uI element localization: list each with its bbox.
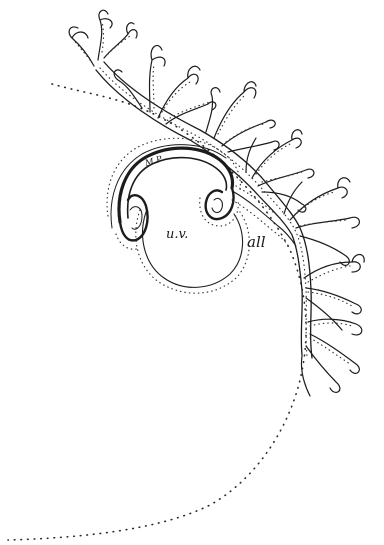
villus-branch-5	[284, 178, 359, 266]
embryo-arc	[107, 138, 240, 228]
label-uv: u.v.	[166, 227, 188, 242]
umbilical-vesicle	[136, 210, 250, 293]
embryo-right-curl	[200, 188, 239, 226]
villus-branch-3	[206, 82, 279, 152]
villus-branch-2	[114, 45, 216, 124]
label-all: all	[247, 233, 266, 251]
villus-branch-1	[69, 10, 137, 66]
